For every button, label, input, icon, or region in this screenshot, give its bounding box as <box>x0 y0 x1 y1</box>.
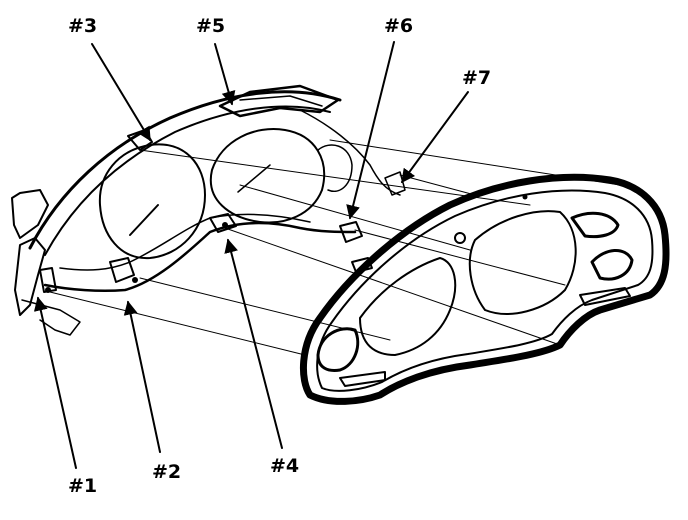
leader-1 <box>33 296 77 469</box>
cluster-housing <box>11 84 406 336</box>
callout-label-2: #2 <box>152 461 181 483</box>
callout-label-5: #5 <box>196 15 225 37</box>
trim-bezel <box>299 173 670 405</box>
callout-label-7: #7 <box>462 67 491 89</box>
leader-7 <box>401 91 469 184</box>
leader-4 <box>224 238 283 449</box>
callout-label-6: #6 <box>384 15 413 37</box>
callout-label-1: #1 <box>68 475 97 497</box>
callout-label-4: #4 <box>270 455 299 477</box>
leader-6 <box>346 41 395 220</box>
leader-2 <box>123 300 161 453</box>
leader-3 <box>91 43 151 142</box>
leader-arrows <box>33 41 469 469</box>
leader-5 <box>214 43 236 106</box>
callout-label-3: #3 <box>68 15 97 37</box>
alignment-lines <box>49 139 621 356</box>
